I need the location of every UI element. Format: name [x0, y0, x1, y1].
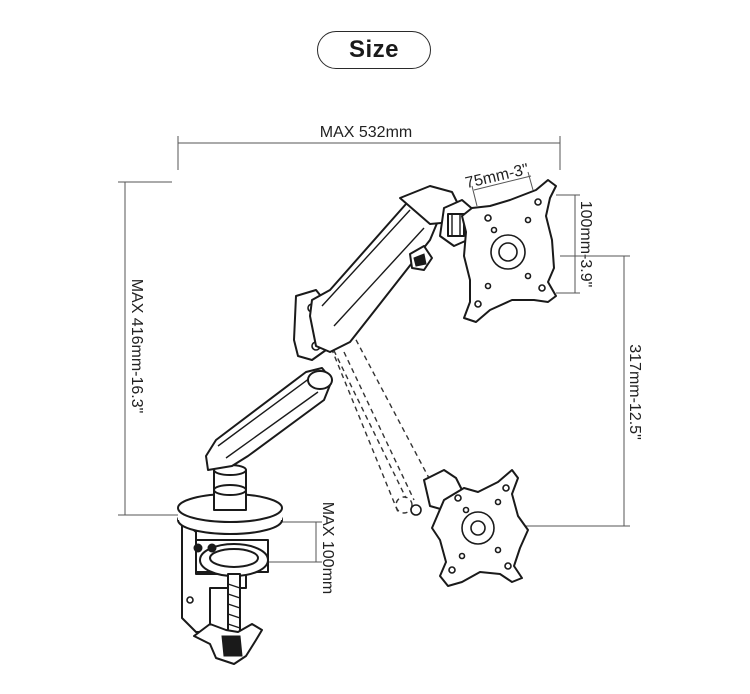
vesa-plate-raised: [461, 179, 557, 323]
vesa-horizontal-label: 75mm-3": [464, 161, 531, 192]
arm-lowered-position: [317, 297, 431, 514]
pole-to-plate-label: 317mm-12.5": [626, 344, 643, 440]
clamp-depth-label: MAX 100mm: [319, 502, 336, 594]
upper-arm: [309, 185, 461, 353]
base-collar: [177, 464, 283, 535]
vesa-vertical-dimension: 100mm-3.9": [556, 194, 594, 294]
pole-to-plate-dimension: 317mm-12.5": [510, 255, 643, 527]
vesa-plate-lowered: [410, 469, 529, 587]
desk-clamp: [181, 519, 269, 665]
width-label: MAX 532mm: [320, 124, 412, 141]
height-dimension: MAX 416mm-16.3": [118, 181, 180, 516]
vesa-vertical-label: 100mm-3.9": [577, 201, 594, 288]
height-label: MAX 416mm-16.3": [128, 279, 145, 414]
lower-arm: [205, 367, 333, 471]
page-title: Size: [317, 31, 431, 69]
width-dimension: MAX 532mm: [177, 124, 561, 170]
clamp-depth-dimension: MAX 100mm: [268, 502, 336, 594]
